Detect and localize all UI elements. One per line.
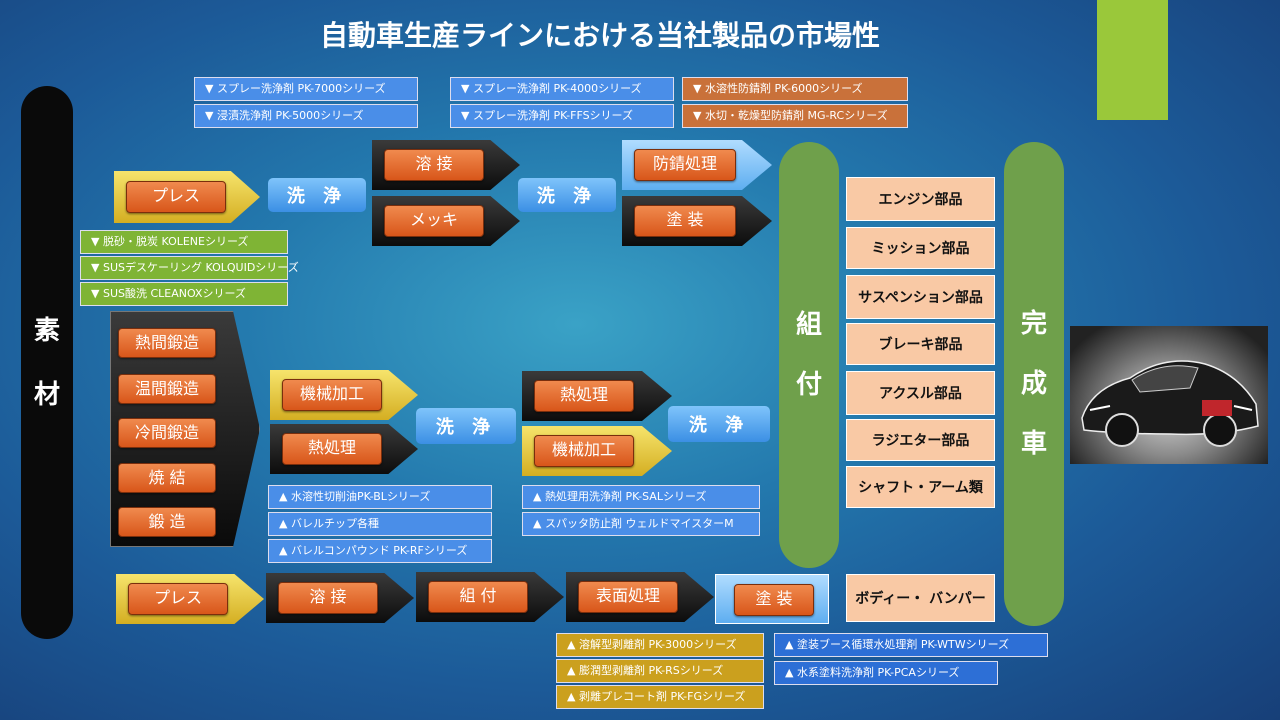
annotation-kolene: ▼ 脱砂・脱炭 KOLENEシリーズ [80,230,288,254]
annotation-pk7000: ▼ スプレー洗浄剤 PK-7000シリーズ [194,77,418,101]
row2-machining-label-2: 機械加工 [534,435,634,467]
row3-press-label: プレス [128,583,228,615]
annotation-pkrf: ▲ バレルコンパウンド PK-RFシリーズ [268,539,492,563]
complete-char-1: 完 [1020,309,1047,339]
row1-rust-arrow: 防錆処理 [622,140,772,190]
row1-weld-arrow: 溶 接 [372,140,520,190]
row1-wash-2: 洗 浄 [518,178,616,212]
annotation-pkpca: ▲ 水系塗料洗浄剤 PK-PCAシリーズ [774,661,998,685]
annotation-pkbl: ▲ 水溶性切削油PK-BLシリーズ [268,485,492,509]
complete-char-3: 車 [1020,429,1047,459]
annotation-pk4000: ▼ スプレー洗浄剤 PK-4000シリーズ [450,77,674,101]
complete-car-pill: 完 成 車 [1004,142,1064,626]
row2-heat-arrow-1: 熱処理 [270,424,418,474]
row3-press-arrow: プレス [116,574,264,624]
annotation-pkfg: ▲ 剥離プレコート剤 PK-FGシリーズ [556,685,764,709]
material-char-2: 材 [33,379,60,410]
annotation-pk5000: ▼ 浸漬洗浄剤 PK-5000シリーズ [194,104,418,128]
row2-heat-arrow-2: 熱処理 [522,371,672,421]
row3-surface-label: 表面処理 [578,581,678,613]
annotation-pkwtw: ▲ 塗装ブース循環水処理剤 PK-WTWシリーズ [774,633,1048,657]
row1-plating-arrow: メッキ [372,196,520,246]
row2-machining-arrow-2: 機械加工 [522,426,672,476]
annotation-pk6000: ▼ 水溶性防錆剤 PK-6000シリーズ [682,77,908,101]
row3-surface-arrow: 表面処理 [566,572,714,622]
annotation-pkrs: ▲ 膨潤型剥離剤 PK-RSシリーズ [556,659,764,683]
row1-paint-label: 塗 装 [634,205,736,237]
corner-accent [1097,0,1168,120]
annotation-pk3000: ▲ 溶解型剥離剤 PK-3000シリーズ [556,633,764,657]
annotation-cleanox: ▼ SUS酸洗 CLEANOXシリーズ [80,282,288,306]
forging-cold: 冷間鍛造 [118,418,216,448]
part-brake: ブレーキ部品 [846,323,995,365]
annotation-weldmeister: ▲ スパッタ防止剤 ウェルドマイスターM [522,512,760,536]
row3-paint-box: 塗 装 [715,574,829,624]
forging-warm: 温間鍛造 [118,374,216,404]
row3-paint-label: 塗 装 [734,584,814,616]
row2-wash-1: 洗 浄 [416,408,516,444]
part-shaft-arm: シャフト・アーム類 [846,466,995,508]
row2-machining-arrow-1: 機械加工 [270,370,418,420]
annotation-kolquid: ▼ SUSデスケーリング KOLQUIDシリーズ [80,256,299,280]
part-engine: エンジン部品 [846,177,995,221]
row2-heat-label-2: 熱処理 [534,380,634,412]
part-suspension: サスペンション部品 [846,275,995,319]
row3-weld-arrow: 溶 接 [266,573,414,623]
part-axle: アクスル部品 [846,371,995,415]
row1-wash-1: 洗 浄 [268,178,366,212]
part-transmission: ミッション部品 [846,227,995,269]
row2-heat-label-1: 熱処理 [282,433,382,465]
row1-press-arrow: プレス [114,171,260,223]
row3-assemble-arrow: 組 付 [416,572,564,622]
row1-press-label: プレス [126,181,226,213]
complete-char-2: 成 [1020,369,1047,399]
annotation-pksal: ▲ 熱処理用洗浄剤 PK-SALシリーズ [522,485,760,509]
row1-plating-label: メッキ [384,205,484,237]
page-title: 自動車生産ラインにおける当社製品の市場性 [319,19,880,52]
forging-forge: 鍛 造 [118,507,216,537]
assembly-char-1: 組 [795,310,822,340]
row3-assemble-label: 組 付 [428,581,528,613]
annotation-barrel-chip: ▲ バレルチップ各種 [268,512,492,536]
row2-wash-2: 洗 浄 [668,406,770,442]
annotation-pkffs: ▼ スプレー洗浄剤 PK-FFSシリーズ [450,104,674,128]
forging-hot: 熱間鍛造 [118,328,216,358]
row3-weld-label: 溶 接 [278,582,378,614]
row2-machining-label-1: 機械加工 [282,379,382,411]
material-pill: 素 材 [21,86,73,639]
row1-paint-arrow: 塗 装 [622,196,772,246]
row1-weld-label: 溶 接 [384,149,484,181]
assembly-pill: 組 付 [779,142,839,568]
part-body-bumper: ボディー・ バンパー [846,574,995,622]
car-illustration [1081,360,1259,447]
material-char-1: 素 [33,315,60,346]
car-xray-image [1070,326,1268,464]
row1-rust-label: 防錆処理 [634,149,736,181]
assembly-char-2: 付 [795,370,822,400]
forging-sinter: 焼 結 [118,463,216,493]
part-radiator: ラジエター部品 [846,419,995,461]
annotation-mgrc: ▼ 水切・乾燥型防錆剤 MG-RCシリーズ [682,104,908,128]
